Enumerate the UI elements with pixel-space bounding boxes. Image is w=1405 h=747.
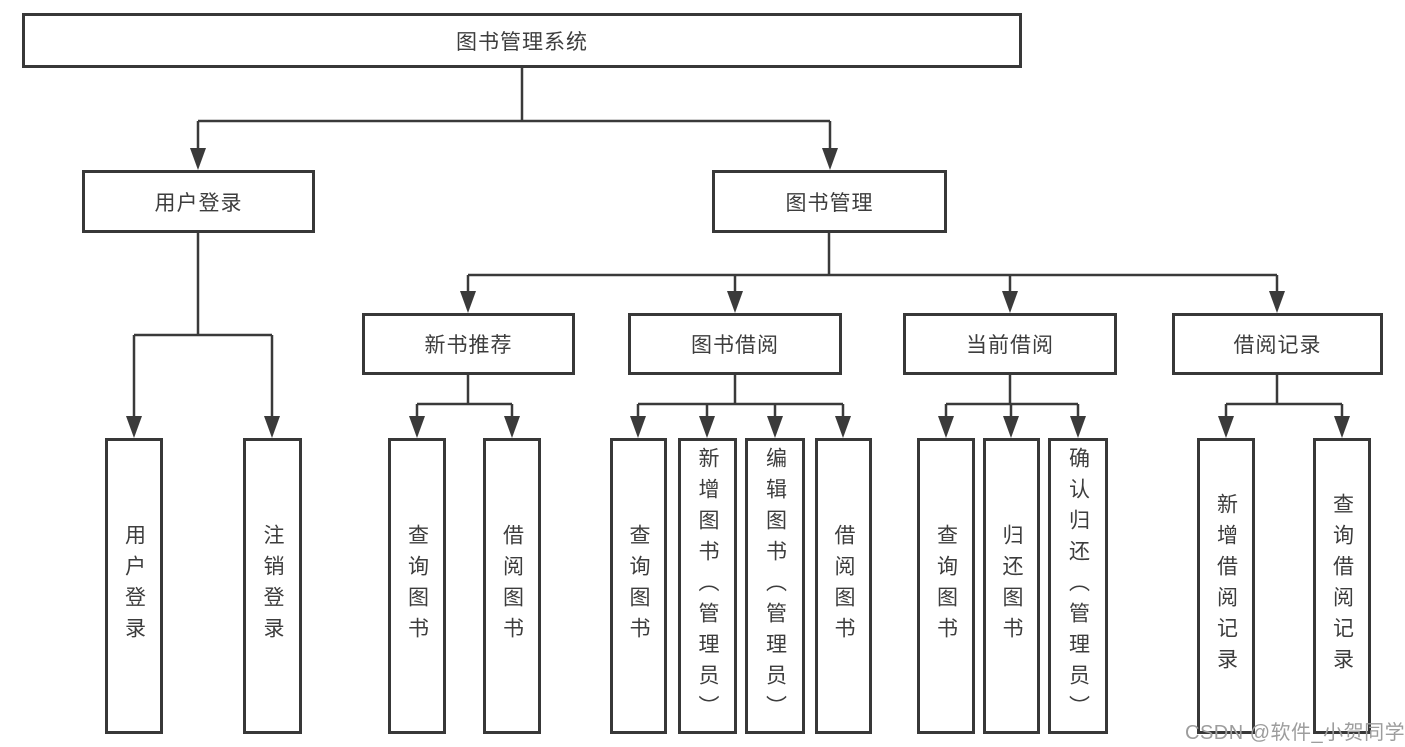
node-book-borrowing: 图书借阅 <box>628 313 842 375</box>
leaf-query-borrow-record-label: 查询借阅记录 <box>1330 493 1354 679</box>
leaf-confirm-return-admin-label: 确认归还（管理员） <box>1066 446 1090 726</box>
node-borrowing-records: 借阅记录 <box>1172 313 1383 375</box>
leaf-add-borrow-record: 新增借阅记录 <box>1197 438 1255 734</box>
leaf-borrow-books-2-label: 借阅图书 <box>832 524 855 648</box>
leaf-query-borrow-record: 查询借阅记录 <box>1313 438 1371 734</box>
leaf-query-books-2: 查询图书 <box>610 438 667 734</box>
leaf-edit-books-admin-label: 编辑图书（管理员） <box>763 446 787 726</box>
node-library-system-label: 图书管理系统 <box>456 30 588 54</box>
node-current-borrowing: 当前借阅 <box>903 313 1117 375</box>
leaf-return-books-label: 归还图书 <box>1000 524 1023 648</box>
node-book-management-label: 图书管理 <box>785 191 874 215</box>
leaf-borrow-books-1: 借阅图书 <box>483 438 541 734</box>
leaf-borrow-books-1-label: 借阅图书 <box>500 524 524 648</box>
leaf-add-books-admin: 新增图书（管理员） <box>678 438 737 734</box>
node-new-book-recommendation-label: 新书推荐 <box>424 334 513 357</box>
node-book-borrowing-label: 图书借阅 <box>691 334 779 357</box>
node-book-management: 图书管理 <box>712 170 947 233</box>
leaf-logout: 注销登录 <box>243 438 302 734</box>
leaf-query-books-3: 查询图书 <box>917 438 975 734</box>
leaf-borrow-books-2: 借阅图书 <box>815 438 872 734</box>
leaf-query-books-2-label: 查询图书 <box>627 524 650 648</box>
arrowheads <box>126 148 1350 438</box>
csdn-watermark: CSDN @软件_小贺同学 <box>1185 722 1405 744</box>
leaf-user-login-label: 用户登录 <box>122 524 146 648</box>
node-library-system: 图书管理系统 <box>22 13 1022 68</box>
node-user-login-label: 用户登录 <box>154 191 243 215</box>
leaf-return-books: 归还图书 <box>983 438 1040 734</box>
leaf-add-borrow-record-label: 新增借阅记录 <box>1214 493 1238 679</box>
leaf-confirm-return-admin: 确认归还（管理员） <box>1048 438 1108 734</box>
leaf-logout-label: 注销登录 <box>261 524 284 648</box>
node-new-book-recommendation: 新书推荐 <box>362 313 575 375</box>
leaf-query-books-3-label: 查询图书 <box>934 524 958 648</box>
leaf-query-books-1-label: 查询图书 <box>405 524 429 648</box>
node-current-borrowing-label: 当前借阅 <box>966 334 1054 357</box>
leaf-edit-books-admin: 编辑图书（管理员） <box>745 438 805 734</box>
node-user-login: 用户登录 <box>82 170 315 233</box>
leaf-user-login: 用户登录 <box>105 438 163 734</box>
node-borrowing-records-label: 借阅记录 <box>1233 334 1322 357</box>
leaf-add-books-admin-label: 新增图书（管理员） <box>696 446 719 726</box>
leaf-query-books-1: 查询图书 <box>388 438 446 734</box>
